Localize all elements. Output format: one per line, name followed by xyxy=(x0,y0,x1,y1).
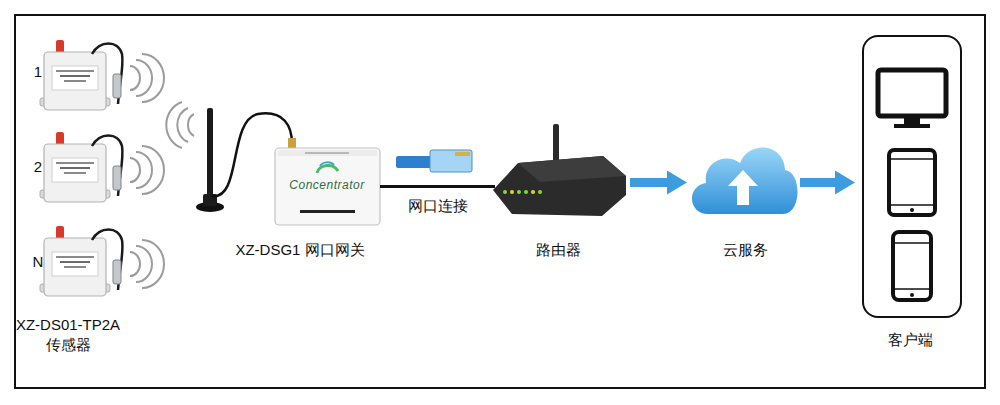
cloud-drawing-part xyxy=(728,170,758,205)
router-node: 路由器 xyxy=(495,145,625,220)
client-devices-part xyxy=(893,242,931,244)
gateway-drawing-part xyxy=(275,148,380,225)
callout-number: 1 xyxy=(34,63,42,81)
arrow-head xyxy=(667,171,687,195)
gateway-antenna-part xyxy=(288,138,296,149)
sensor-drawing xyxy=(40,132,164,202)
ethernet-plug-part xyxy=(455,152,470,156)
client-devices-part xyxy=(893,288,931,290)
connector-line xyxy=(630,178,667,187)
connector xyxy=(800,171,855,195)
connector xyxy=(630,171,687,195)
router-drawing-part xyxy=(518,156,626,182)
connector-line xyxy=(380,185,495,188)
client-panel: 客户端 xyxy=(862,35,962,318)
connector xyxy=(380,186,495,187)
device-label: 路由器 xyxy=(536,241,581,259)
client-devices-part xyxy=(893,232,931,300)
client-devices-part xyxy=(910,208,914,212)
router-drawing-part xyxy=(553,124,559,164)
connector-line xyxy=(800,178,835,187)
sensor-node: 1 xyxy=(44,40,124,112)
edge-label: 网口连接 xyxy=(405,197,471,215)
router-drawing-part xyxy=(510,190,514,194)
sensor-drawing xyxy=(40,226,164,296)
product-caption: XZ-DS01-TP2A 传感器 xyxy=(13,315,123,356)
client-devices-part xyxy=(878,70,946,116)
gateway-drawing xyxy=(275,148,380,225)
cloud-node: 云服务 xyxy=(690,140,795,225)
gateway-drawing-part xyxy=(317,165,338,173)
ethernet-plug-part xyxy=(430,150,472,172)
brand-text: Concentrator xyxy=(289,178,364,192)
device-label: XZ-DSG1 网口网关 xyxy=(235,241,364,259)
router-drawing-part xyxy=(503,190,507,194)
ethernet-plug-part xyxy=(396,156,432,168)
sensor-node: 2 xyxy=(44,132,124,204)
gateway-drawing-part xyxy=(300,210,355,213)
client-devices-part xyxy=(889,158,935,160)
client-devices-part xyxy=(889,204,935,206)
client-devices-part xyxy=(894,124,930,128)
ethernet-plug xyxy=(396,150,472,172)
cloud-drawing-part xyxy=(692,148,798,214)
gateway-antenna-part xyxy=(177,108,188,142)
client-devices-part xyxy=(910,293,914,297)
gateway-antenna-part xyxy=(188,114,194,136)
gateway-drawing-part xyxy=(278,150,377,156)
router-drawing xyxy=(493,124,626,216)
client-devices-part xyxy=(904,116,920,124)
device-label: 客户端 xyxy=(888,331,933,349)
gateway-drawing-part xyxy=(305,152,349,154)
cloud-drawing xyxy=(692,148,798,214)
gateway-antenna-part xyxy=(166,102,182,148)
router-drawing-part xyxy=(531,190,535,194)
sensor-node: N xyxy=(44,226,124,298)
router-drawing-part xyxy=(517,190,521,194)
device-label: 云服务 xyxy=(723,241,768,259)
client-devices xyxy=(878,70,946,300)
callout-number: N xyxy=(33,253,44,271)
router-drawing-part xyxy=(538,190,542,194)
client-devices-part xyxy=(889,150,935,215)
frame-border xyxy=(15,15,985,388)
callout-number: 2 xyxy=(34,158,42,176)
gateway-box: ConcentratorXZ-DSG1 网口网关 xyxy=(275,148,380,225)
sensor-drawing xyxy=(40,40,164,110)
arrow-head xyxy=(835,171,855,195)
gateway-antenna-part xyxy=(207,108,213,198)
router-drawing-part xyxy=(493,156,626,216)
router-drawing-part xyxy=(524,190,528,194)
gateway-drawing-part xyxy=(320,162,334,166)
